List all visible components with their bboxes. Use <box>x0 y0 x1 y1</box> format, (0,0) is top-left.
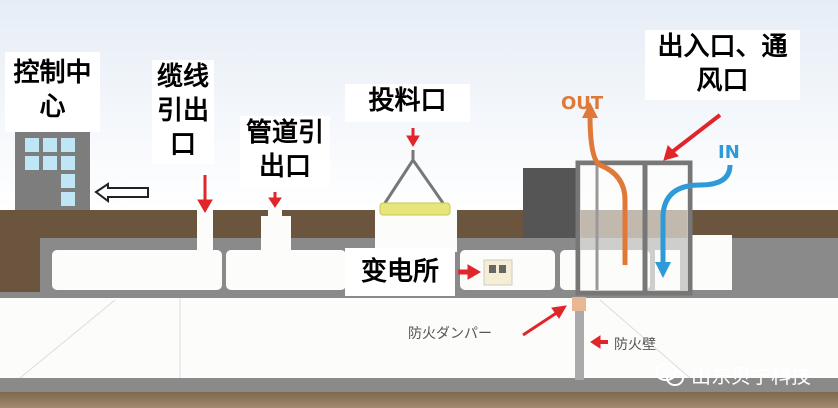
wechat-icon <box>655 362 684 386</box>
label-fire-damper: 防火ダンパー <box>408 326 492 342</box>
label-control-center: 控制中心 <box>5 52 100 132</box>
feeding-opening <box>375 210 457 252</box>
label-pipe-outlet: 管道引出口 <box>240 116 330 188</box>
crane-load <box>379 202 451 216</box>
label-fire-wall: 防火壁 <box>614 337 656 353</box>
arrow-left-icon <box>94 182 149 203</box>
fire-wall <box>575 311 584 380</box>
watermark-text: 山东贝宁科技 <box>691 364 811 388</box>
red-arrows <box>197 113 722 349</box>
in-arrow-icon <box>655 262 671 278</box>
label-entrance-vent: 出入口、通风口 <box>645 30 800 100</box>
compartment-1 <box>52 250 222 290</box>
vent-building <box>523 168 580 238</box>
label-in: IN <box>718 142 740 163</box>
tunnel-lower-chamber <box>0 295 838 380</box>
substation-door <box>483 259 513 286</box>
label-substation: 变电所 <box>345 248 455 296</box>
ground-bottom <box>0 390 838 408</box>
label-out: OUT <box>561 93 604 114</box>
label-cable-outlet: 缆线引出口 <box>152 60 214 164</box>
pipe-shaft <box>261 216 291 252</box>
compartment-2 <box>226 250 346 290</box>
watermark: 山东贝宁科技 <box>655 360 811 389</box>
out-arrow-icon <box>582 102 598 118</box>
tunnel-floor <box>0 378 838 392</box>
fire-damper <box>572 297 586 311</box>
label-feeding-port: 投料口 <box>345 84 470 122</box>
side-door <box>692 235 732 290</box>
cable-shaft <box>197 210 213 255</box>
